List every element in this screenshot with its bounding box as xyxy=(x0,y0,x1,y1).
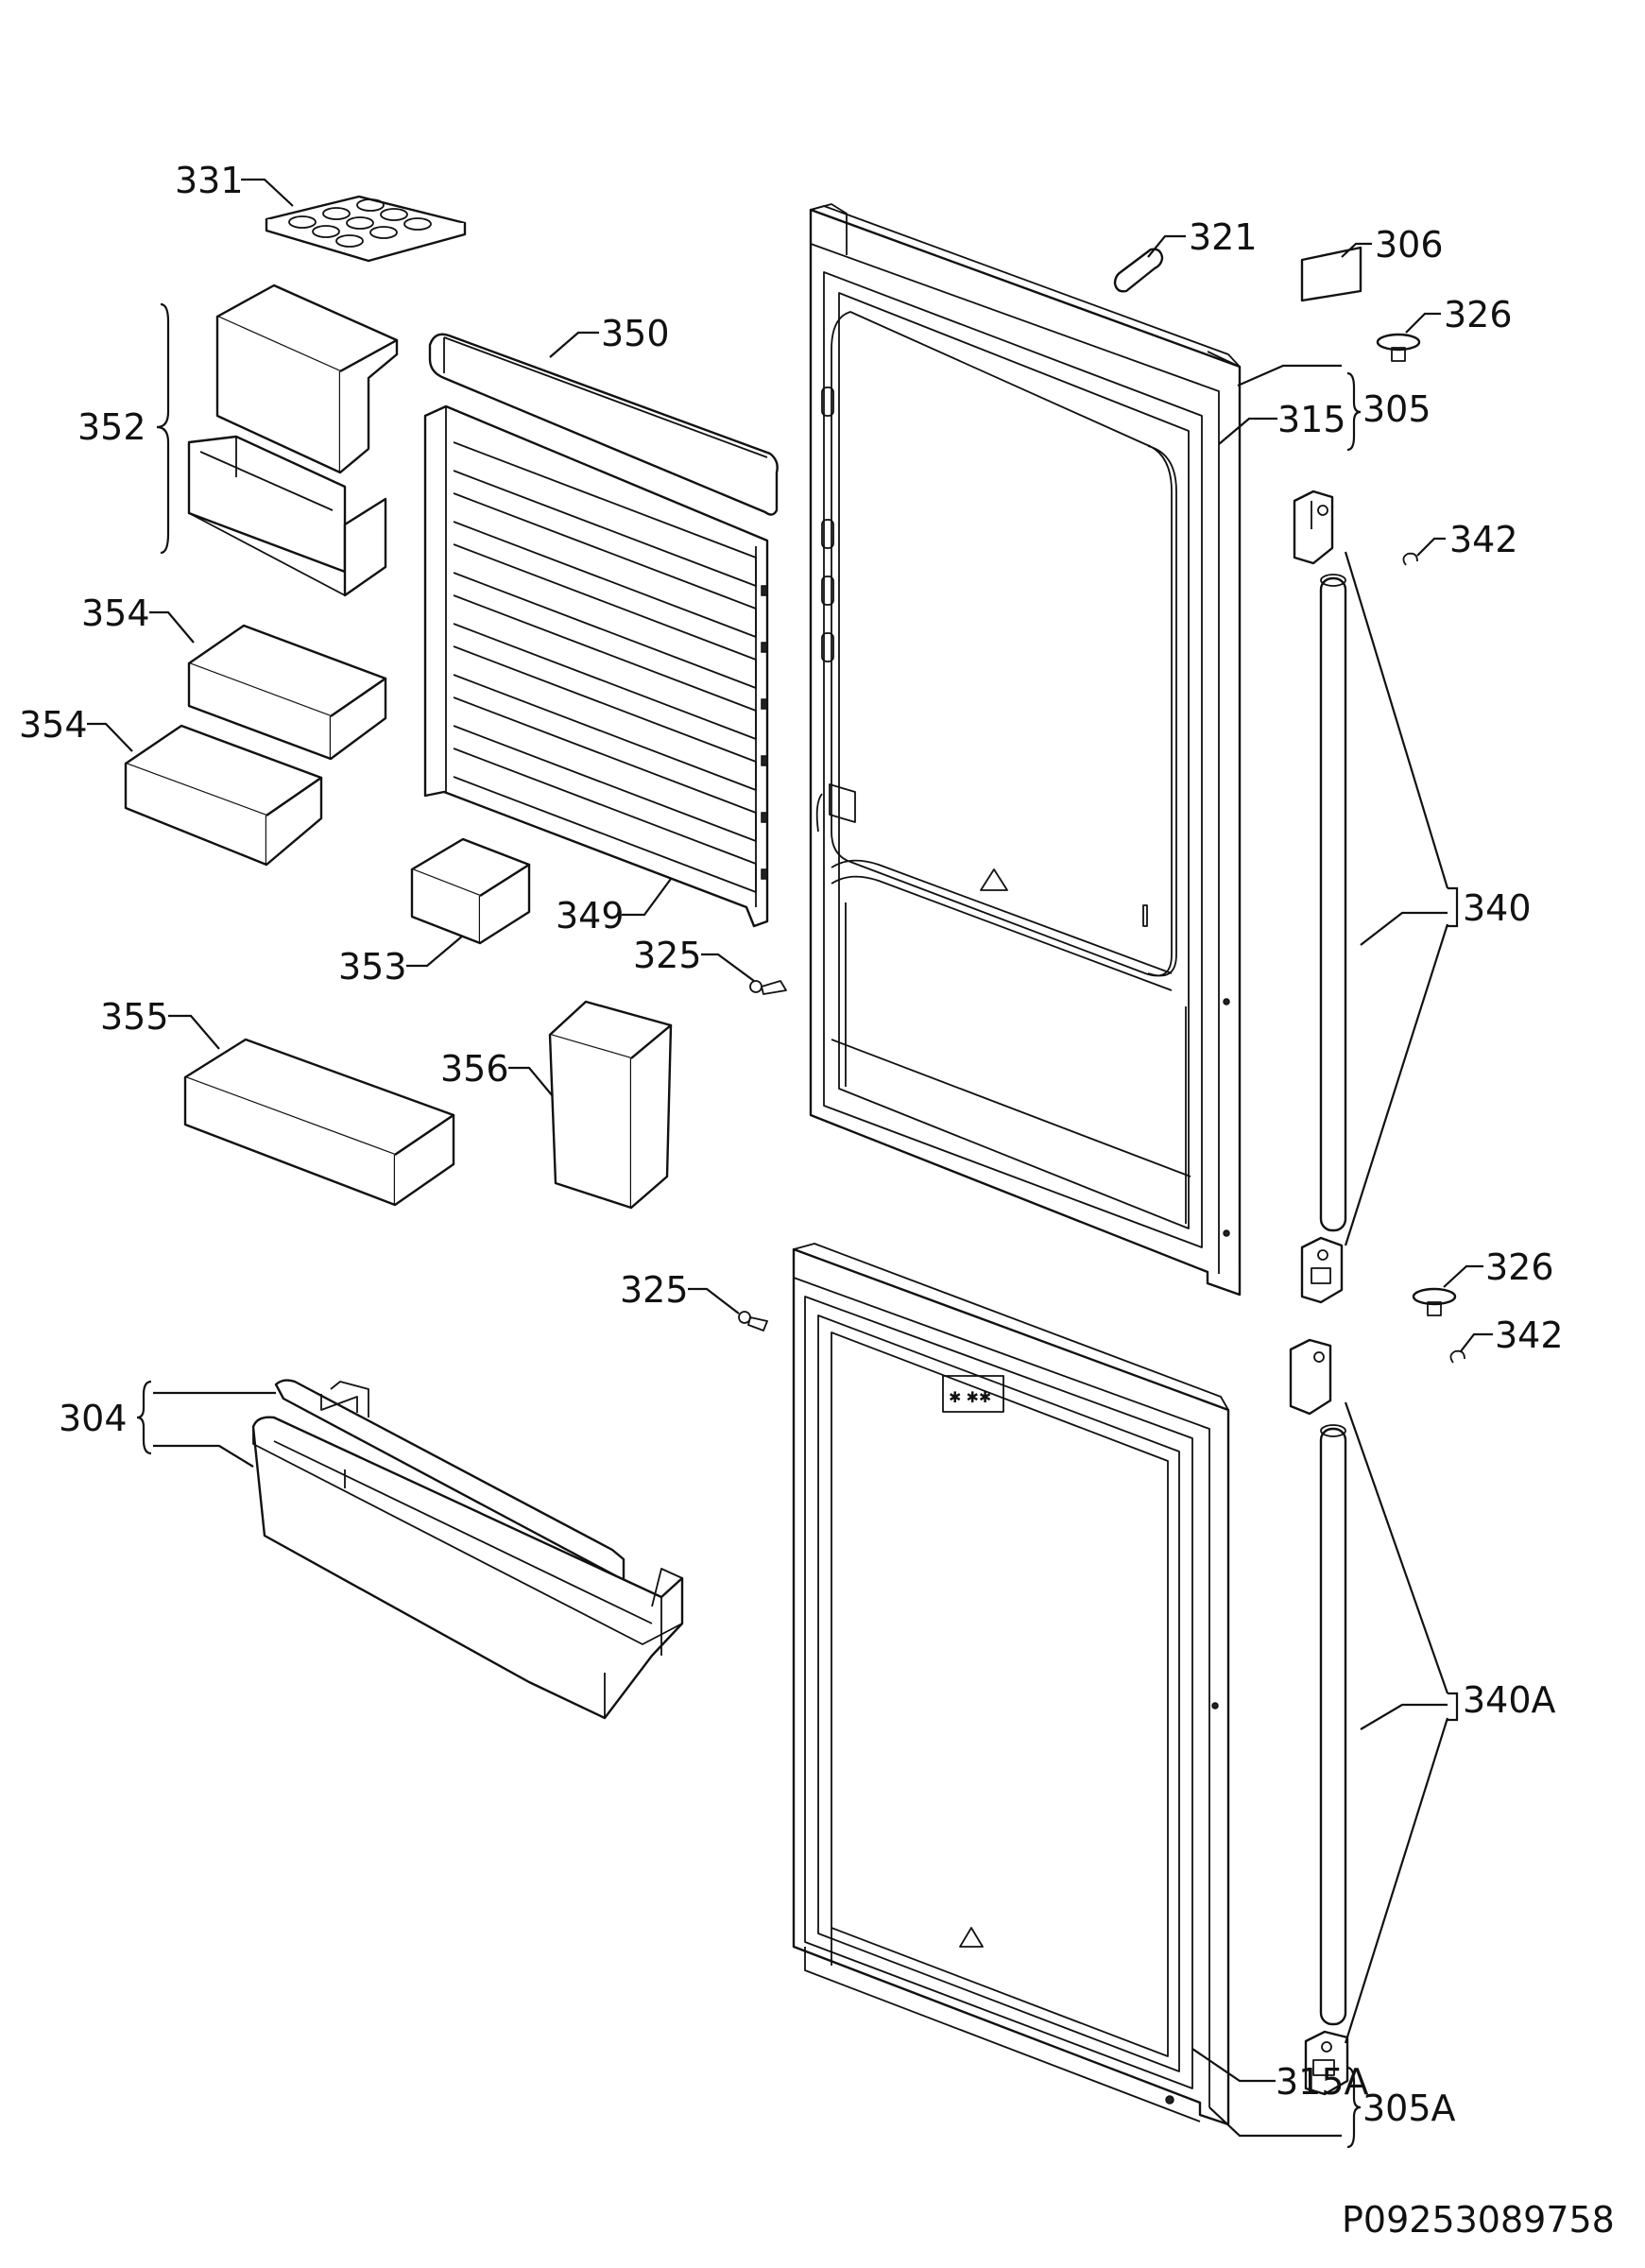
label-354: 354 xyxy=(81,593,150,634)
egg-tray-331 xyxy=(265,195,467,263)
label-325: 325 xyxy=(620,1269,689,1311)
label-304: 304 xyxy=(59,1398,128,1439)
label-326: 326 xyxy=(1485,1246,1554,1288)
plate-306 xyxy=(1300,246,1362,302)
plug-326-lower xyxy=(1412,1287,1457,1316)
covered-box-352 xyxy=(187,284,399,597)
label-353: 353 xyxy=(338,946,407,988)
screw-325-upper xyxy=(749,980,787,995)
label-325: 325 xyxy=(633,935,702,976)
box-354-upper xyxy=(187,624,387,761)
label-354: 354 xyxy=(19,704,88,746)
hinge-340a-lower xyxy=(1289,1338,1349,2096)
label-349: 349 xyxy=(556,895,625,936)
svg-text:✱ ✱✱: ✱ ✱✱ xyxy=(949,1388,991,1406)
part-labels: 331 321 306 326 352 350 315 305 342 354 … xyxy=(19,160,1615,2241)
label-331: 331 xyxy=(175,160,244,201)
clip-342-upper xyxy=(1402,552,1418,566)
label-306: 306 xyxy=(1375,224,1444,266)
label-342: 342 xyxy=(1495,1314,1564,1356)
label-321: 321 xyxy=(1189,216,1258,258)
small-box-353 xyxy=(410,837,531,945)
label-350: 350 xyxy=(601,313,670,354)
label-305: 305 xyxy=(1362,388,1431,430)
label-315: 315 xyxy=(1277,399,1346,440)
tall-container-356 xyxy=(548,1000,673,1210)
label-315a: 315A xyxy=(1276,2061,1369,2103)
label-326: 326 xyxy=(1444,294,1513,335)
lower-door: ✱ ✱✱ xyxy=(792,1243,1230,2126)
hinge-340-upper xyxy=(1293,490,1347,1304)
label-340: 340 xyxy=(1463,887,1532,929)
shelf-edge-350 xyxy=(428,333,779,516)
label-356: 356 xyxy=(440,1048,509,1090)
pin-321 xyxy=(1113,248,1164,293)
shelf-grid-349 xyxy=(423,404,769,928)
upper-door xyxy=(809,203,1242,1297)
label-352: 352 xyxy=(77,406,146,448)
plug-326-upper xyxy=(1376,333,1421,362)
box-354-lower xyxy=(124,724,323,867)
label-305a: 305A xyxy=(1362,2088,1456,2129)
screw-325-lower xyxy=(738,1311,768,1332)
clip-342-lower xyxy=(1449,1349,1465,1364)
leader-lines xyxy=(87,178,1493,2149)
long-box-355 xyxy=(183,1038,455,1207)
label-340a: 340A xyxy=(1463,1679,1556,1721)
drawing-code: P09253089758 xyxy=(1342,2199,1615,2241)
label-355: 355 xyxy=(100,996,169,1038)
label-342: 342 xyxy=(1449,519,1518,560)
door-bin-304 xyxy=(251,1379,684,1720)
